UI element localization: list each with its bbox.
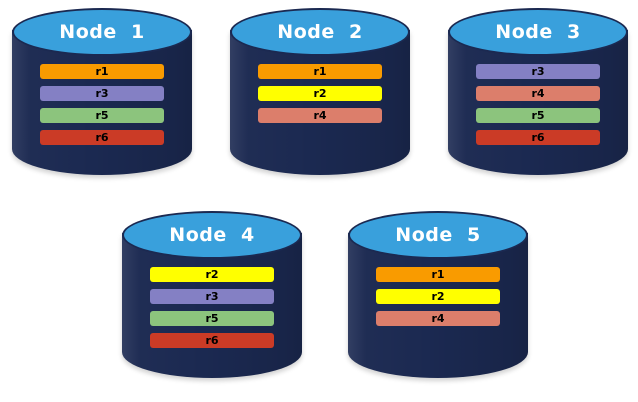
record-bar[interactable]: r6 (476, 130, 600, 145)
record-bar[interactable]: r4 (476, 86, 600, 101)
record-list: r1 r2 r4 (376, 267, 500, 326)
record-bar[interactable]: r4 (258, 108, 382, 123)
record-bar[interactable]: r1 (40, 64, 164, 79)
record-bar[interactable]: r3 (150, 289, 274, 304)
database-node-4[interactable]: r2 r3 r5 r6 Node 4 (122, 211, 302, 396)
record-list: r1 r2 r4 (258, 64, 382, 123)
record-bar[interactable]: r5 (150, 311, 274, 326)
cylinder-top-icon (448, 8, 628, 56)
node-title: Node 2 (277, 21, 363, 43)
record-bar[interactable]: r5 (40, 108, 164, 123)
database-node-5[interactable]: r1 r2 r4 Node 5 (348, 211, 528, 396)
record-bar[interactable]: r2 (258, 86, 382, 101)
record-bar[interactable]: r5 (476, 108, 600, 123)
record-bar[interactable]: r6 (40, 130, 164, 145)
record-list: r3 r4 r5 r6 (476, 64, 600, 145)
cylinder-top-icon (348, 211, 528, 259)
record-bar[interactable]: r3 (40, 86, 164, 101)
node-title: Node 5 (395, 224, 481, 246)
cylinder-top-icon (122, 211, 302, 259)
database-node-1[interactable]: r1 r3 r5 r6 Node 1 (12, 8, 192, 193)
node-title: Node 3 (495, 21, 581, 43)
record-list: r1 r3 r5 r6 (40, 64, 164, 145)
record-bar[interactable]: r6 (150, 333, 274, 348)
record-list: r2 r3 r5 r6 (150, 267, 274, 348)
record-bar[interactable]: r4 (376, 311, 500, 326)
cylinder-top-icon (12, 8, 192, 56)
node-title: Node 1 (59, 21, 145, 43)
database-node-2[interactable]: r1 r2 r4 Node 2 (230, 8, 410, 193)
record-bar[interactable]: r1 (376, 267, 500, 282)
record-bar[interactable]: r3 (476, 64, 600, 79)
record-bar[interactable]: r2 (376, 289, 500, 304)
record-bar[interactable]: r1 (258, 64, 382, 79)
cylinder-top-icon (230, 8, 410, 56)
database-node-3[interactable]: r3 r4 r5 r6 Node 3 (448, 8, 628, 193)
node-title: Node 4 (169, 224, 255, 246)
record-bar[interactable]: r2 (150, 267, 274, 282)
